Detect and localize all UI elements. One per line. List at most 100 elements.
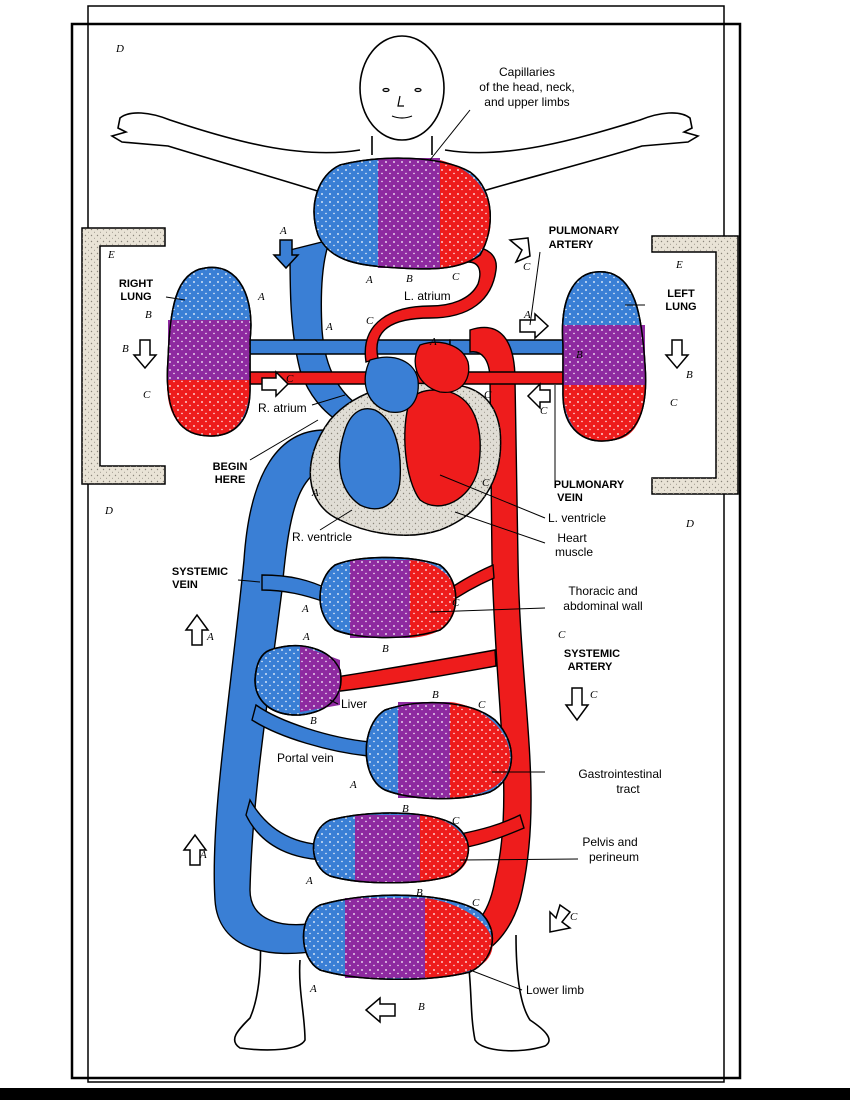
label-capillaries-head-2: of the head, neck,	[479, 80, 574, 94]
letter-e-right: E	[675, 259, 683, 271]
label-portal-vein: Portal vein	[277, 751, 334, 765]
letter-c-10: C	[452, 597, 460, 609]
bed-lower-limb	[302, 894, 494, 981]
arrow-down-left-lung	[664, 339, 690, 370]
letter-b-4: B	[576, 349, 583, 361]
letter-c-6: C	[143, 389, 151, 401]
arrow-right-a-left	[519, 312, 550, 340]
label-systemic-artery-1: SYSTEMIC	[564, 648, 620, 660]
label-systemic-vein-1: SYSTEMIC	[172, 566, 228, 578]
mouth	[391, 115, 413, 119]
letter-c-2: C	[523, 261, 531, 273]
letter-a-3: A	[257, 291, 265, 303]
label-left-lung-1: LEFT	[667, 288, 695, 300]
body-outline	[110, 35, 700, 1052]
letter-c-7: C	[540, 405, 548, 417]
letter-a-6: A	[523, 309, 531, 321]
label-pulmonary-artery-1: PULMONARY	[549, 225, 620, 237]
label-gastrointestinal-1: Gastrointestinal	[578, 767, 661, 781]
letter-b-1: B	[406, 273, 413, 285]
letter-d-right: D	[685, 518, 694, 530]
bed-right-lung	[166, 266, 252, 437]
capillary-beds	[166, 157, 647, 981]
arrow-up-a-1	[184, 613, 210, 646]
label-right-lung-2: LUNG	[120, 291, 151, 303]
labels: Capillaries of the head, neck, and upper…	[119, 65, 697, 997]
label-thoracic-2: abdominal wall	[563, 599, 642, 613]
letter-c-16: C	[570, 911, 578, 923]
letter-a-11: A	[349, 779, 357, 791]
label-pulmonary-vein-2: VEIN	[557, 492, 583, 504]
bed-thoracic	[319, 556, 457, 639]
letter-c-8: C	[670, 397, 678, 409]
arrow-up-c-pulmonary	[508, 237, 531, 264]
letter-b-8: B	[310, 715, 317, 727]
label-right-lung-1: RIGHT	[119, 278, 154, 290]
letter-c-9: C	[482, 477, 490, 489]
label-pelvis-2: perineum	[589, 850, 639, 864]
bed-pelvis	[312, 812, 470, 884]
heart	[309, 341, 502, 536]
letter-a-10: A	[302, 631, 310, 643]
letter-c-14: C	[452, 815, 460, 827]
label-gastrointestinal-2: tract	[616, 782, 640, 796]
label-liver: Liver	[341, 697, 367, 711]
bottom-bar	[0, 1088, 850, 1100]
arrow-up-a-2	[182, 833, 208, 866]
label-pulmonary-vein-1: PULMONARY	[554, 479, 625, 491]
arrow-left-b	[364, 996, 396, 1024]
letter-b-11: B	[418, 1001, 425, 1013]
arrow-down-left-c	[549, 903, 572, 933]
letter-a-12: A	[199, 849, 207, 861]
inner-frame	[70, 22, 742, 1080]
label-capillaries-head-3: and upper limbs	[484, 95, 569, 109]
label-r-ventricle: R. ventricle	[292, 530, 352, 544]
outer-frame	[87, 5, 725, 1083]
letter-b-10: B	[416, 887, 423, 899]
label-capillaries-head-1: Capillaries	[499, 65, 555, 79]
label-thoracic-1: Thoracic and	[568, 584, 637, 598]
letter-b-3: B	[122, 343, 129, 355]
letter-a-8: A	[301, 603, 309, 615]
hepatic-artery	[329, 649, 497, 693]
letter-c-4: C	[286, 373, 294, 385]
pulmonary-frame-left-texture	[82, 228, 165, 484]
left-atrium	[414, 341, 470, 393]
letter-c-13: C	[478, 699, 486, 711]
arrow-left-c	[526, 382, 551, 410]
letter-c-3: C	[366, 315, 374, 327]
label-pelvis-1: Pelvis and	[582, 835, 637, 849]
arrow-right-c	[261, 370, 290, 398]
left-ventricle	[404, 389, 481, 507]
face	[382, 87, 422, 119]
nose	[397, 95, 404, 107]
letter-b-6: B	[382, 643, 389, 655]
letter-a-9: A	[206, 631, 214, 643]
pulmonary-frame-right-texture	[652, 236, 738, 494]
label-r-atrium: R. atrium	[258, 401, 307, 415]
label-heart-muscle-1: Heart	[557, 531, 587, 545]
bed-liver	[254, 645, 342, 716]
letter-a-2: A	[365, 274, 373, 286]
label-begin-here-1: BEGIN	[213, 461, 248, 473]
head	[359, 35, 445, 141]
arrow-down-right-lung	[132, 339, 158, 370]
left-eye	[382, 87, 390, 93]
right-eye	[414, 87, 422, 93]
letter-c-12: C	[590, 689, 598, 701]
label-begin-here-2: HERE	[215, 474, 246, 486]
arrow-down-c	[564, 687, 590, 722]
label-systemic-vein-2: VEIN	[172, 579, 198, 591]
label-l-atrium: L. atrium	[404, 289, 451, 303]
right-atrium	[364, 356, 419, 413]
letter-b-5: B	[686, 369, 693, 381]
letter-c-1: C	[452, 271, 460, 283]
label-systemic-artery-2: ARTERY	[568, 661, 613, 673]
letter-c-5: C	[484, 389, 492, 401]
label-l-ventricle: L. ventricle	[548, 511, 606, 525]
flow-arrows	[132, 237, 690, 1024]
letter-a-14: A	[309, 983, 317, 995]
letter-d-left: D	[104, 505, 113, 517]
label-pulmonary-artery-2: ARTERY	[549, 239, 594, 251]
